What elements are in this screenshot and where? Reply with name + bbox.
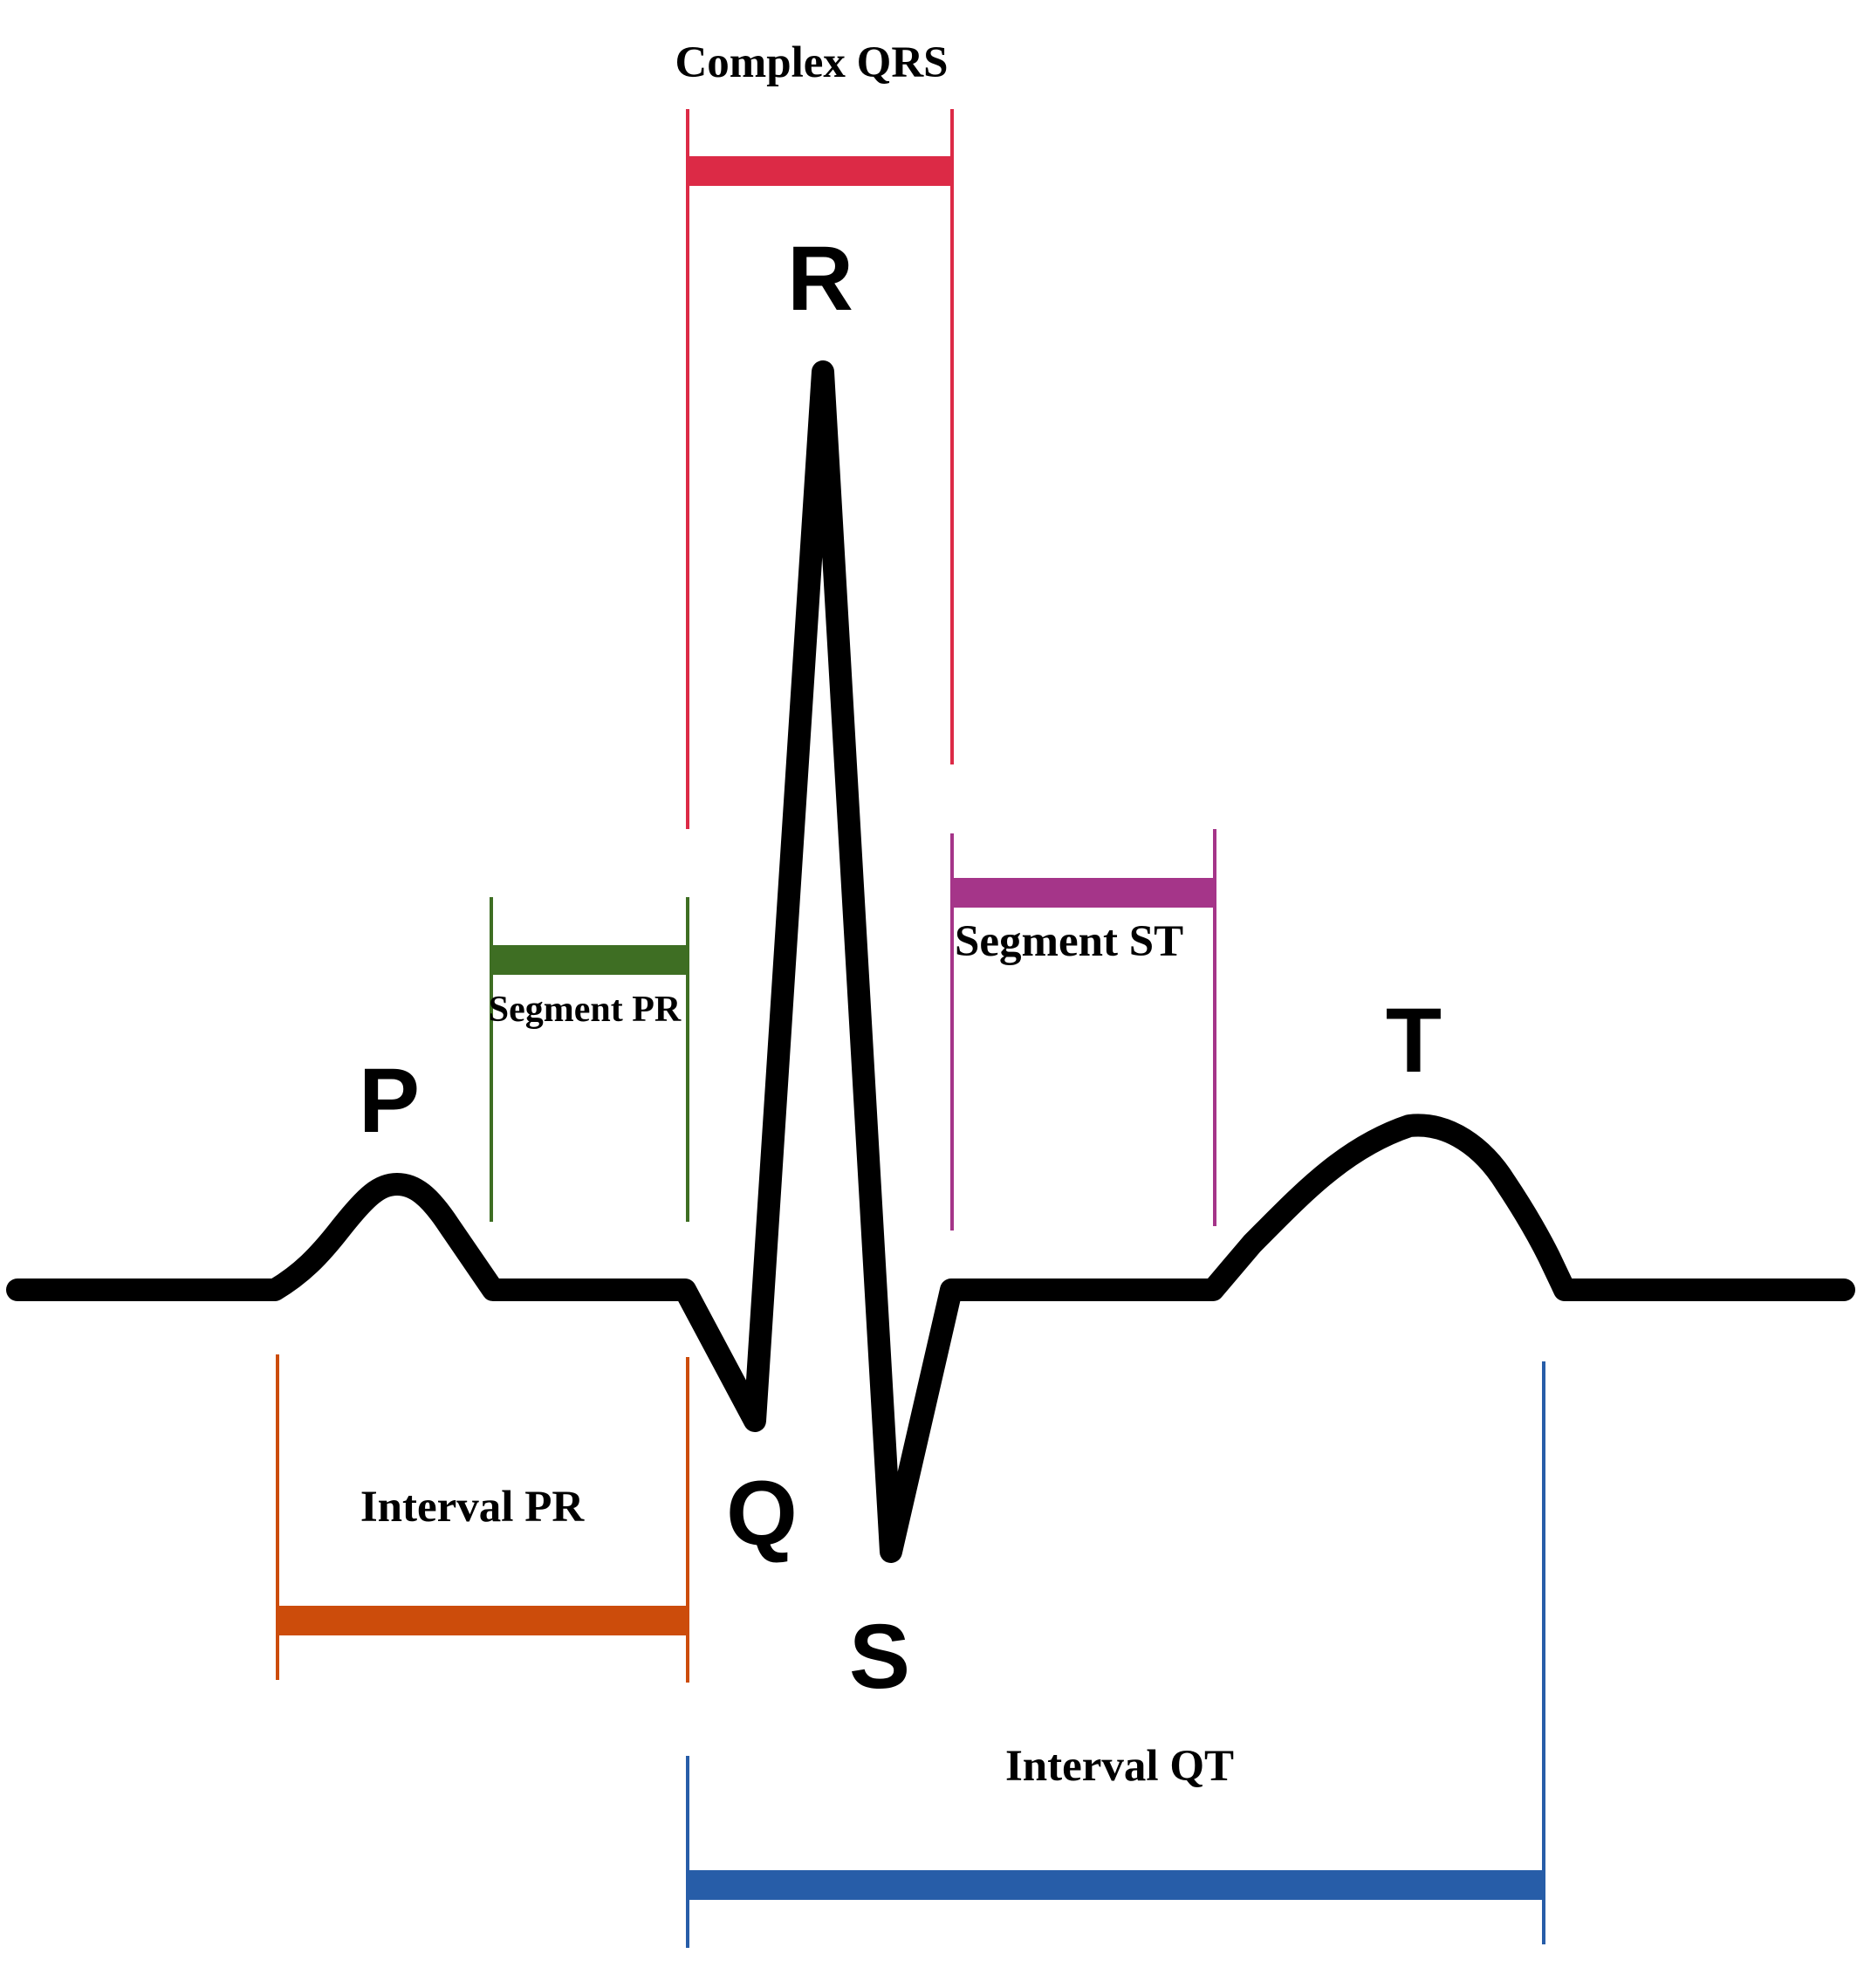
segment-pr-label: Segment PR: [489, 990, 682, 1030]
segment-pr-bracket: [490, 897, 689, 1222]
interval-qt-label: Interval QT: [1005, 1742, 1234, 1791]
complex-qrs-bracket: [686, 109, 954, 829]
segment-st-label: Segment ST: [955, 917, 1183, 966]
segment-st-bracket: [950, 829, 1216, 1231]
r-wave-label: R: [787, 228, 853, 330]
ecg-trace-line: [6, 360, 1855, 1563]
interval-pr-bracket: [276, 1354, 689, 1683]
t-wave-label: T: [1386, 990, 1442, 1092]
p-wave-label: P: [359, 1050, 420, 1152]
interval-pr-label: Interval PR: [360, 1483, 586, 1532]
s-wave-label: S: [849, 1606, 910, 1708]
interval-qt-bracket: [686, 1361, 1545, 1948]
complex-qrs-label: Complex QRS: [675, 38, 948, 87]
q-wave-label: Q: [726, 1463, 798, 1565]
